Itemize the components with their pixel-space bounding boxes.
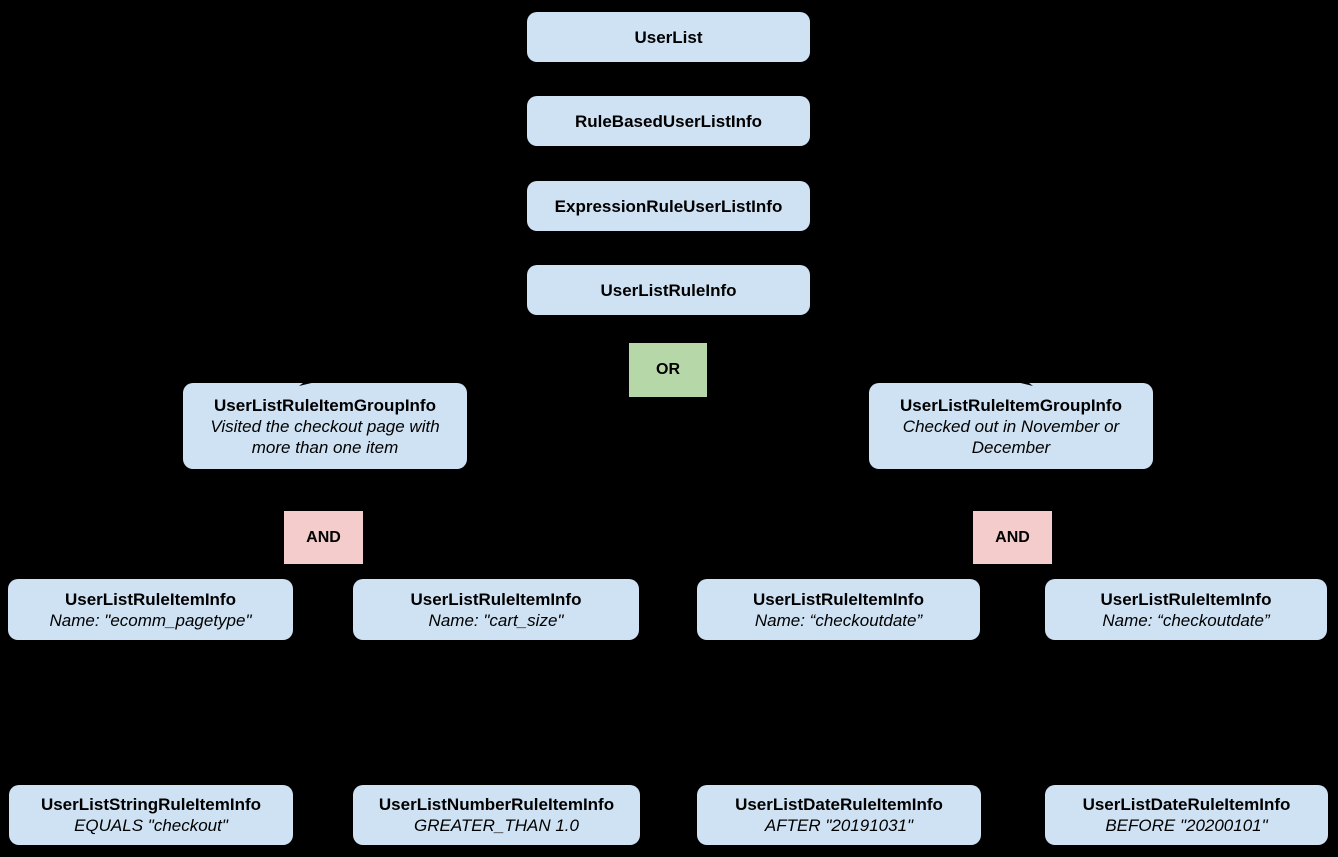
node-ruleitem-checkoutdate-2: UserListRuleItemInfo Name: “checkoutdate… bbox=[1045, 579, 1327, 640]
node-dateruleitem-after: UserListDateRuleItemInfo AFTER "20191031… bbox=[697, 785, 981, 845]
node-dateruleitem-before: UserListDateRuleItemInfo BEFORE "2020010… bbox=[1045, 785, 1328, 845]
node-label: UserListRuleItemGroupInfo bbox=[214, 395, 436, 415]
node-label: UserListRuleItemInfo bbox=[1100, 589, 1272, 609]
node-rulebaseduserlistinfo: RuleBasedUserListInfo bbox=[527, 96, 810, 146]
node-stringruleitem-equals-checkout: UserListStringRuleItemInfo EQUALS "check… bbox=[9, 785, 293, 845]
node-numberruleitem-greater-than: UserListNumberRuleItemInfo GREATER_THAN … bbox=[353, 785, 640, 845]
node-description: EQUALS "checkout" bbox=[74, 816, 228, 835]
node-ruleitem-ecomm-pagetype: UserListRuleItemInfo Name: "ecomm_pagety… bbox=[8, 579, 293, 640]
node-description: Name: “checkoutdate” bbox=[1102, 610, 1270, 630]
node-label: UserListStringRuleItemInfo bbox=[40, 795, 262, 814]
operator-label: AND bbox=[995, 528, 1030, 546]
node-label: UserListNumberRuleItemInfo bbox=[378, 795, 615, 814]
node-label: ExpressionRuleUserListInfo bbox=[554, 196, 783, 216]
node-label: UserListRuleItemGroupInfo bbox=[900, 395, 1122, 415]
node-description: GREATER_THAN 1.0 bbox=[413, 816, 579, 835]
node-label: UserListDateRuleItemInfo bbox=[735, 795, 943, 814]
node-ruleitem-checkoutdate-1: UserListRuleItemInfo Name: “checkoutdate… bbox=[697, 579, 980, 640]
node-label: UserListRuleItemInfo bbox=[410, 589, 582, 609]
node-label: UserListDateRuleItemInfo bbox=[1082, 795, 1291, 814]
node-description: Name: “checkoutdate” bbox=[754, 610, 923, 630]
node-description: Name: "ecomm_pagetype" bbox=[49, 610, 252, 630]
or-operator-box: OR bbox=[629, 343, 707, 397]
node-userlist: UserList bbox=[527, 12, 810, 62]
and-operator-box-left: AND bbox=[284, 511, 363, 564]
node-label: UserListRuleItemInfo bbox=[65, 589, 236, 609]
node-description: AFTER "20191031" bbox=[764, 816, 914, 835]
node-description: BEFORE "20200101" bbox=[1105, 816, 1268, 835]
node-userlistruleinfo: UserListRuleInfo bbox=[527, 265, 810, 315]
node-label: UserListRuleInfo bbox=[600, 280, 737, 300]
operator-label: OR bbox=[656, 361, 680, 378]
operator-label: AND bbox=[306, 528, 341, 546]
node-label: UserListRuleItemInfo bbox=[753, 589, 924, 609]
and-operator-box-right: AND bbox=[973, 511, 1052, 564]
node-ruleitem-cart-size: UserListRuleItemInfo Name: "cart_size" bbox=[353, 579, 639, 640]
node-label: RuleBasedUserListInfo bbox=[574, 111, 763, 131]
node-description: Checked out in November or December bbox=[902, 416, 1120, 457]
node-description: Name: "cart_size" bbox=[428, 610, 564, 630]
node-expressionruleuserlistinfo: ExpressionRuleUserListInfo bbox=[527, 181, 810, 231]
node-label: UserList bbox=[634, 27, 703, 47]
node-description: Visited the checkout page with more than… bbox=[210, 416, 440, 457]
node-group-right: UserListRuleItemGroupInfo Checked out in… bbox=[869, 383, 1153, 469]
node-group-left: UserListRuleItemGroupInfo Visited the ch… bbox=[183, 383, 467, 469]
